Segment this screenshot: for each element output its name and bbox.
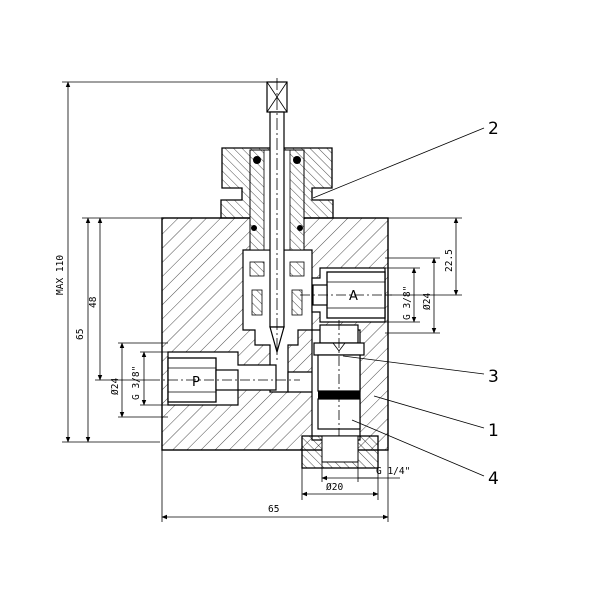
port-p-label: P [192, 375, 200, 390]
dim-a-offset: 22.5 [444, 249, 455, 272]
dim-p-thread: G 3/8" [131, 366, 142, 400]
port-a-fitting: A [300, 271, 392, 319]
dim-p-dia: Ø24 [110, 378, 121, 395]
dim-bottom-thread: G 1/4" [376, 466, 410, 477]
port-a-label: A [349, 289, 358, 304]
dim-height-48: 48 [88, 296, 99, 308]
dim-width-65: 65 [268, 504, 279, 515]
bottom-plug [301, 435, 379, 469]
dimension-labels: MAX 110 65 48 Ø24 G 3/8" 22.5 G 3/8" Ø24… [55, 249, 455, 515]
callout-1: 1 [488, 421, 499, 441]
callout-4: 4 [488, 469, 499, 489]
callout-leaders [312, 127, 485, 477]
dim-max-110: MAX 110 [55, 255, 66, 295]
dim-height-65: 65 [75, 329, 86, 340]
callout-numbers: 2 3 1 4 [488, 119, 499, 489]
port-p-fitting: P [150, 357, 300, 403]
callout-3: 3 [488, 367, 499, 387]
spindle [266, 78, 288, 360]
check-cartridge [313, 320, 365, 460]
callout-2: 2 [488, 119, 499, 139]
dim-a-thread: G 3/8" [402, 286, 413, 320]
dim-bottom-dia: Ø20 [326, 482, 343, 493]
dimension-lines [62, 81, 462, 522]
dim-a-dia: Ø24 [422, 293, 433, 310]
